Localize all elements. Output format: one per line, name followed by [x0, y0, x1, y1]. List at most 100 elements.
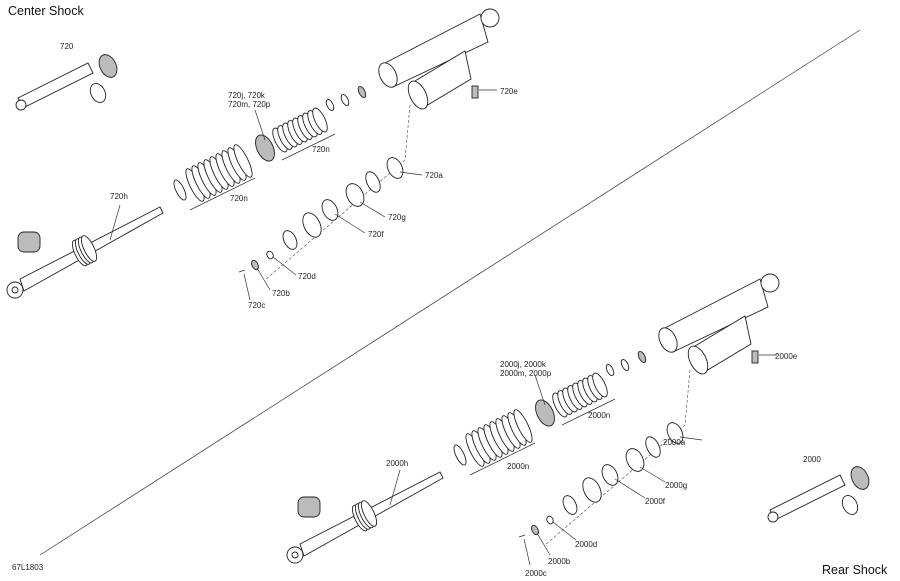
- shock-body-end: [658, 327, 678, 353]
- part-c-screw: [238, 269, 246, 273]
- assembled-shock-reservoir: [98, 54, 118, 78]
- part-c-screw: [518, 534, 526, 538]
- shim-stack-upper: [592, 372, 608, 398]
- rear-shock-parts: [286, 273, 870, 566]
- oring: [562, 495, 578, 515]
- part-a-oring: [386, 157, 404, 179]
- label-720j: 720j, 720k: [228, 91, 266, 100]
- assembled-shock-reservoir: [850, 466, 870, 490]
- shim-stack-lower: [233, 144, 253, 178]
- rear-shock-group: Rear Shock 67L1803 2000 2000j, 2000k 200…: [12, 273, 888, 578]
- nut-washer: [605, 363, 615, 377]
- leader-line: [389, 469, 401, 506]
- rear-shock-title: Rear Shock: [822, 563, 888, 577]
- body-eyelet: [760, 273, 780, 293]
- assembled-shock-eye: [15, 99, 27, 111]
- center-shock-parts: [6, 8, 500, 301]
- shim-bracket-upper: [281, 133, 336, 161]
- oring: [282, 230, 298, 250]
- bottom-out-bumper-disc: [80, 235, 98, 262]
- shim-stack-upper: [312, 107, 328, 133]
- reservoir-opening: [687, 345, 709, 375]
- label-2000f: 2000f: [645, 497, 666, 506]
- label-720c: 720c: [248, 301, 265, 310]
- shim-stack-lower: [513, 409, 533, 443]
- label-2000j: 2000j, 2000k: [500, 360, 547, 369]
- assembled-shock-eye: [767, 511, 779, 523]
- body-eyelet: [480, 8, 500, 28]
- valve-schrader: [751, 350, 759, 364]
- part-b-nut: [251, 259, 259, 271]
- part-d: [266, 250, 274, 260]
- ring: [365, 171, 381, 193]
- label-720m: 720m, 720p: [228, 100, 271, 109]
- ring: [645, 436, 661, 458]
- part-d: [546, 515, 554, 525]
- label-2000n-lower: 2000n: [507, 462, 529, 471]
- leader-line: [534, 374, 546, 406]
- nut-washer: [340, 93, 350, 107]
- bumper: [17, 231, 41, 253]
- label-720n-lower: 720n: [230, 194, 248, 203]
- nut-washer: [357, 85, 367, 99]
- label-720g: 720g: [388, 213, 406, 222]
- assembled-shock-body: [17, 62, 94, 109]
- nut-washer: [620, 358, 630, 372]
- leader-line: [536, 532, 551, 556]
- washer: [453, 444, 467, 466]
- nut-washer: [637, 350, 647, 364]
- leader-line: [399, 171, 423, 176]
- reservoir-opening: [407, 80, 429, 110]
- rod-eyelet-hole: [11, 286, 19, 294]
- label-2000g: 2000g: [665, 481, 687, 490]
- leader-line: [639, 466, 666, 483]
- leader-line: [359, 201, 386, 218]
- assembly-axis: [264, 104, 411, 281]
- part-f-diaphragm: [321, 199, 339, 221]
- shim-bracket-upper: [561, 398, 616, 426]
- piston: [255, 134, 275, 162]
- diagram-code: 67L1803: [12, 563, 44, 572]
- valve-schrader: [471, 85, 479, 99]
- leader-line: [256, 267, 271, 291]
- label-720: 720: [60, 42, 74, 51]
- floating-piston: [582, 477, 602, 503]
- label-2000m: 2000m, 2000p: [500, 369, 552, 378]
- assembly-axis: [544, 369, 691, 546]
- leader-line: [552, 521, 577, 541]
- floating-piston: [302, 212, 322, 238]
- section-divider: [39, 29, 861, 556]
- label-2000e: 2000e: [775, 352, 798, 361]
- part-f-diaphragm: [601, 464, 619, 486]
- leader-line: [109, 204, 121, 241]
- label-720d: 720d: [298, 272, 316, 281]
- shim-bracket-lower: [189, 177, 256, 211]
- label-720n-upper: 720n: [312, 145, 330, 154]
- assembled-shock-canister: [89, 83, 107, 103]
- leader-line: [334, 213, 366, 234]
- label-2000c: 2000c: [525, 569, 547, 578]
- label-2000h: 2000h: [386, 459, 408, 468]
- part-b-nut: [531, 524, 539, 536]
- label-2000a: 2000a: [663, 438, 686, 447]
- nut-washer: [325, 98, 335, 112]
- rod-eyelet-hole: [291, 551, 299, 559]
- bumper: [297, 496, 321, 518]
- label-2000n-upper: 2000n: [588, 411, 610, 420]
- leader-line: [272, 256, 297, 276]
- label-2000d: 2000d: [575, 540, 597, 549]
- piston: [535, 399, 555, 427]
- shock-body-end: [378, 62, 398, 88]
- bottom-out-bumper-disc: [360, 500, 378, 527]
- shim-bracket-lower: [469, 442, 536, 476]
- center-shock-group: Center Shock 720 720j, 720k 720m, 720p 7…: [6, 4, 518, 310]
- label-720f: 720f: [368, 230, 384, 239]
- assembled-shock-body: [769, 474, 846, 521]
- leader-line: [679, 436, 703, 441]
- label-720a: 720a: [425, 171, 443, 180]
- label-720h: 720h: [110, 192, 128, 201]
- label-2000: 2000: [803, 455, 821, 464]
- leader-line: [254, 109, 266, 141]
- washer: [173, 179, 187, 201]
